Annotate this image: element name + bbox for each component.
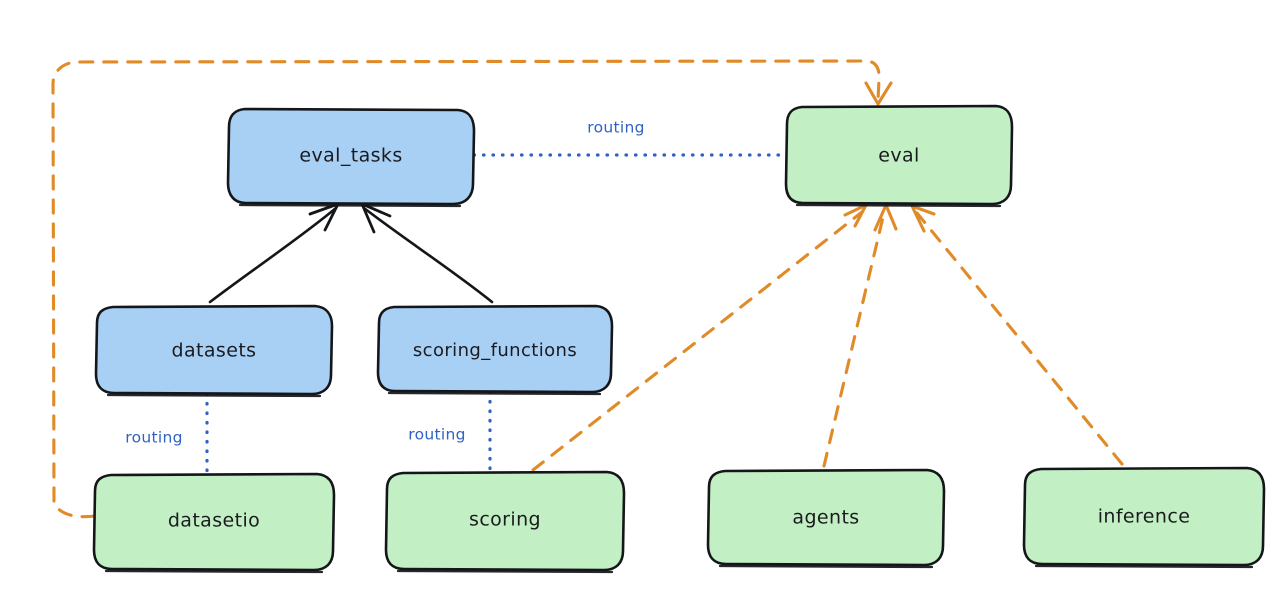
node-label-datasets: datasets <box>172 340 257 362</box>
node-datasetio[interactable]: datasetio <box>92 472 336 574</box>
edge-path-datasetio-eval <box>51 59 881 519</box>
node-scoring_functions[interactable]: scoring_functions <box>376 304 614 396</box>
edge-datasets-to-eval_tasks <box>208 202 340 304</box>
node-label-scoring_functions: scoring_functions <box>413 340 577 361</box>
edge-label-layer: routing routing routing <box>125 119 645 447</box>
node-label-scoring: scoring <box>469 509 541 531</box>
node-eval_tasks[interactable]: eval_tasks <box>226 107 476 208</box>
arrowhead-agents-eval <box>873 203 898 232</box>
node-label-datasetio: datasetio <box>168 510 260 532</box>
edge-path-inference-eval <box>915 211 1124 466</box>
node-eval[interactable]: eval <box>784 104 1014 208</box>
node-underline-agents <box>718 564 934 569</box>
node-label-agents: agents <box>792 507 859 529</box>
node-underline-scoring <box>396 569 614 574</box>
node-underline-datasetio <box>104 569 324 574</box>
node-shape-datasets <box>94 304 334 396</box>
edge-scoring_functions-to-eval_tasks <box>360 202 494 304</box>
edge-inference-to-eval <box>910 204 1124 466</box>
edge-label-routing-scoring-functions: routing <box>408 426 466 444</box>
node-inference[interactable]: inference <box>1022 466 1266 569</box>
edge-datasetio-to-eval <box>51 59 893 519</box>
node-shape-eval <box>784 104 1014 206</box>
node-label-eval_tasks: eval_tasks <box>299 145 402 167</box>
node-label-eval: eval <box>878 145 919 167</box>
node-underline-eval <box>795 203 1002 208</box>
node-shape-eval_tasks <box>226 107 476 206</box>
edge-path-scoring_functions-eval_tasks <box>362 206 494 304</box>
arrowhead-datasetio-eval <box>864 81 893 106</box>
node-datasets[interactable]: datasets <box>94 304 334 398</box>
node-scoring[interactable]: scoring <box>384 470 626 574</box>
node-shape-scoring <box>384 470 626 572</box>
node-underline-scoring_functions <box>387 391 602 396</box>
node-agents[interactable]: agents <box>706 468 946 569</box>
edge-path-agents-eval <box>822 211 886 468</box>
node-shape-datasetio <box>92 472 336 572</box>
edge-label-routing-datasets: routing <box>125 429 183 447</box>
edge-label-routing-eval: routing <box>587 119 645 137</box>
node-layer: eval_tasks eval datasets scoring_functio… <box>92 104 1266 574</box>
edge-path-scoring-eval <box>531 210 864 472</box>
edge-path-datasets-eval_tasks <box>208 206 338 304</box>
node-shape-scoring_functions <box>376 304 614 394</box>
node-underline-inference <box>1034 564 1254 569</box>
node-shape-inference <box>1022 466 1266 567</box>
node-underline-eval_tasks <box>238 203 462 208</box>
edge-agents-to-eval <box>822 203 898 468</box>
node-shape-agents <box>706 468 946 567</box>
node-underline-datasets <box>106 393 322 398</box>
node-label-inference: inference <box>1098 506 1191 528</box>
